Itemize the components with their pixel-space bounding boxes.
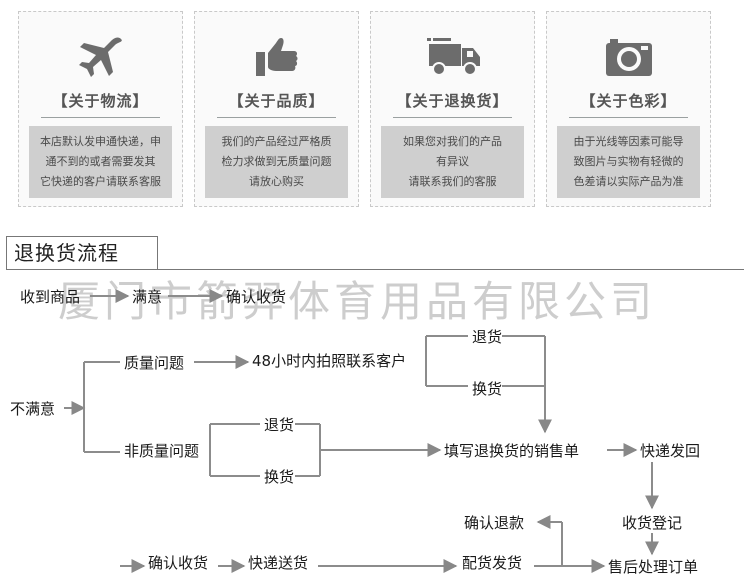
flow-confirm-refund: 确认退款 bbox=[464, 514, 525, 532]
card-title: 【关于退换货】 bbox=[396, 92, 509, 110]
flow-received: 收到商品 bbox=[20, 288, 81, 306]
card-description: 如果您对我们的产品 有异议 请联系我们的客服 bbox=[381, 126, 524, 198]
desc-line: 它快递的客户请联系客服 bbox=[40, 175, 161, 188]
airplane-icon bbox=[19, 32, 182, 82]
flow-quality-issue: 质量问题 bbox=[124, 354, 185, 372]
flow-express-delivery: 快递送货 bbox=[248, 554, 309, 572]
card-logistics: 【关于物流】 本店默认发申通快递，申 通不到的或者需要发其 它快递的客户请联系客… bbox=[18, 11, 183, 207]
thumbs-up-icon bbox=[195, 32, 358, 82]
card-return-exchange: 【关于退换货】 如果您对我们的产品 有异议 请联系我们的客服 bbox=[370, 11, 535, 207]
camera-icon bbox=[547, 32, 710, 82]
card-description: 本店默认发申通快递，申 通不到的或者需要发其 它快递的客户请联系客服 bbox=[29, 126, 172, 198]
desc-line: 请放心购买 bbox=[249, 175, 304, 188]
desc-line: 检力求做到无质量问题 bbox=[221, 155, 332, 168]
flow-return-b: 退货 bbox=[264, 416, 295, 434]
flow-satisfied: 满意 bbox=[132, 288, 163, 306]
card-color: 【关于色彩】 由于光线等因素可能导 致图片与实物有轻微的 色差请以实际产品为准 bbox=[546, 11, 711, 207]
card-description: 我们的产品经过严格质 检力求做到无质量问题 请放心购买 bbox=[205, 126, 348, 198]
desc-line: 通不到的或者需要发其 bbox=[45, 155, 156, 168]
flow-distribute-ship: 配货发货 bbox=[462, 554, 523, 572]
flow-non-quality-issue: 非质量问题 bbox=[124, 442, 200, 460]
flow-photo-contact: 48小时内拍照联系客户 bbox=[252, 352, 407, 370]
flow-express-back: 快递发回 bbox=[640, 442, 701, 460]
section-divider bbox=[6, 269, 744, 270]
card-quality: 【关于品质】 我们的产品经过严格质 检力求做到无质量问题 请放心购买 bbox=[194, 11, 359, 207]
flow-return-a: 退货 bbox=[472, 328, 503, 346]
card-title: 【关于物流】 bbox=[52, 92, 149, 110]
flow-confirm-receipt-top: 确认收货 bbox=[226, 288, 287, 306]
flow-after-sales-order: 售后处理订单 bbox=[608, 558, 699, 576]
divider bbox=[393, 117, 512, 118]
divider bbox=[569, 117, 688, 118]
company-watermark: 厦门市箭羿体育用品有限公司 bbox=[58, 278, 657, 325]
desc-line: 色差请以实际产品为准 bbox=[573, 175, 684, 188]
flow-exchange-b: 换货 bbox=[264, 468, 295, 486]
desc-line: 如果您对我们的产品 bbox=[403, 135, 502, 148]
desc-line: 我们的产品经过严格质 bbox=[221, 135, 332, 148]
flow-unsatisfied: 不满意 bbox=[10, 400, 56, 418]
desc-line: 由于光线等因素可能导 bbox=[573, 135, 684, 148]
divider bbox=[41, 117, 160, 118]
flow-fill-form: 填写退换货的销售单 bbox=[444, 442, 580, 460]
card-title: 【关于色彩】 bbox=[580, 92, 677, 110]
flow-confirm-receipt-bottom: 确认收货 bbox=[148, 554, 209, 572]
desc-line: 有异议 bbox=[436, 155, 469, 168]
flow-exchange-a: 换货 bbox=[472, 380, 503, 398]
desc-line: 致图片与实物有轻微的 bbox=[573, 155, 684, 168]
flow-receipt-register: 收货登记 bbox=[622, 514, 683, 532]
section-title: 退换货流程 bbox=[6, 236, 158, 270]
card-title: 【关于品质】 bbox=[228, 92, 325, 110]
delivery-truck-icon bbox=[371, 32, 534, 82]
divider bbox=[217, 117, 336, 118]
desc-line: 请联系我们的客服 bbox=[408, 175, 497, 188]
card-description: 由于光线等因素可能导 致图片与实物有轻微的 色差请以实际产品为准 bbox=[557, 126, 700, 198]
desc-line: 本店默认发申通快递，申 bbox=[40, 135, 161, 148]
